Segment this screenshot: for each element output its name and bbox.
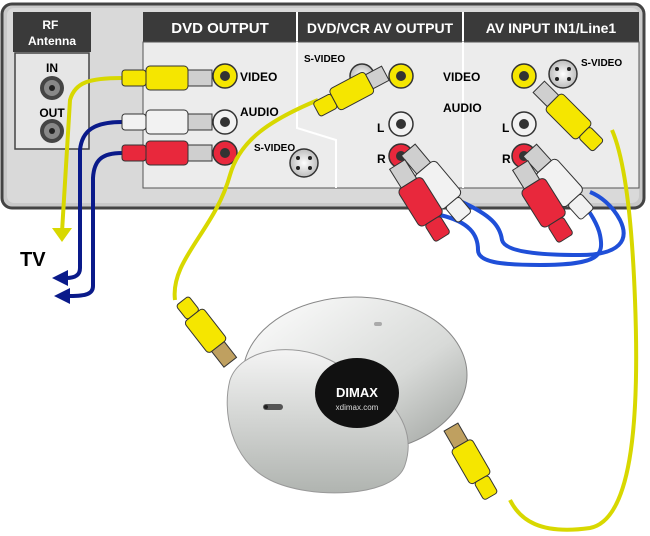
dvd-output-header: DVD OUTPUT	[171, 20, 269, 37]
dvd-output-svideo-jack[interactable]	[289, 148, 319, 178]
dvd-audio-white-plug	[121, 109, 213, 135]
tv-label: TV	[20, 249, 46, 271]
dvd-output-audio-r-jack[interactable]	[212, 140, 238, 166]
dvd-output-audio-label: AUDIO	[240, 105, 279, 119]
tv-video-arrow	[52, 228, 72, 242]
tv-audio-right-arrow	[54, 288, 70, 304]
av-in-svideo-plug	[532, 80, 604, 152]
device-input-plug	[176, 296, 238, 368]
source-video-plug	[313, 65, 390, 117]
dvd-output-video-jack[interactable]	[212, 63, 238, 89]
rf-in-label: IN	[46, 61, 58, 75]
rf-in-jack[interactable]	[40, 76, 64, 100]
input-video-cable	[508, 129, 639, 532]
av-out-white-plug	[400, 143, 471, 223]
dvdvcr-video-jack[interactable]	[388, 63, 414, 89]
dvd-video-plug	[121, 65, 213, 91]
av-input-video-jack[interactable]	[511, 63, 537, 89]
dvdvcr-right-label: R	[377, 152, 386, 166]
tv-video-cable	[60, 76, 123, 233]
device-output-plug	[443, 422, 498, 500]
av-input-audio-l-jack[interactable]	[511, 111, 537, 137]
rf-antenna-label: RF Antenna	[28, 18, 76, 48]
dvd-output-audio-jack[interactable]	[212, 109, 238, 135]
dvdvcr-audio-l-jack[interactable]	[388, 111, 414, 137]
audio-loop-cable-2	[461, 190, 626, 258]
device-url: xdimax.com	[336, 403, 379, 412]
audio-loop-cable-1	[439, 203, 604, 268]
av-in-white-plug	[522, 143, 594, 220]
rf-out-jack[interactable]	[40, 119, 64, 143]
tv-audio-left-cable	[65, 120, 123, 280]
av-input-svideo-label: S-VIDEO	[581, 58, 622, 69]
dvdvcr-audio-label: AUDIO	[443, 101, 482, 115]
dvdvcr-video-label: VIDEO	[443, 70, 480, 84]
dvd-output-video-label: VIDEO	[240, 70, 277, 84]
rf-out-label: OUT	[39, 106, 65, 120]
device-brand: DIMAX	[336, 385, 378, 400]
rf-antenna-section: RF Antenna IN OUT	[13, 12, 91, 150]
dvdvcr-av-output-header: DVD/VCR AV OUTPUT	[307, 20, 454, 36]
av-in-red-plug	[511, 160, 573, 243]
dvd-output-svideo-label: S-VIDEO	[254, 143, 295, 154]
av-input-svideo-jack[interactable]	[548, 59, 578, 89]
av-input-right-label: R	[502, 152, 511, 166]
tv-audio-right-cable	[69, 151, 123, 298]
av-input-left-label: L	[502, 121, 509, 135]
dvd-audio-red-plug	[121, 140, 213, 166]
source-video-cable	[172, 98, 319, 301]
dvdvcr-left-label: L	[377, 121, 384, 135]
dvdvcr-svideo-label: S-VIDEO	[304, 54, 345, 65]
dimax-device: DIMAX xdimax.com	[226, 296, 468, 494]
av-out-red-plug	[388, 159, 450, 242]
device-power-indicator	[263, 404, 283, 410]
av-input-header: AV INPUT IN1/Line1	[486, 20, 617, 36]
tv-audio-left-arrow	[52, 270, 68, 286]
